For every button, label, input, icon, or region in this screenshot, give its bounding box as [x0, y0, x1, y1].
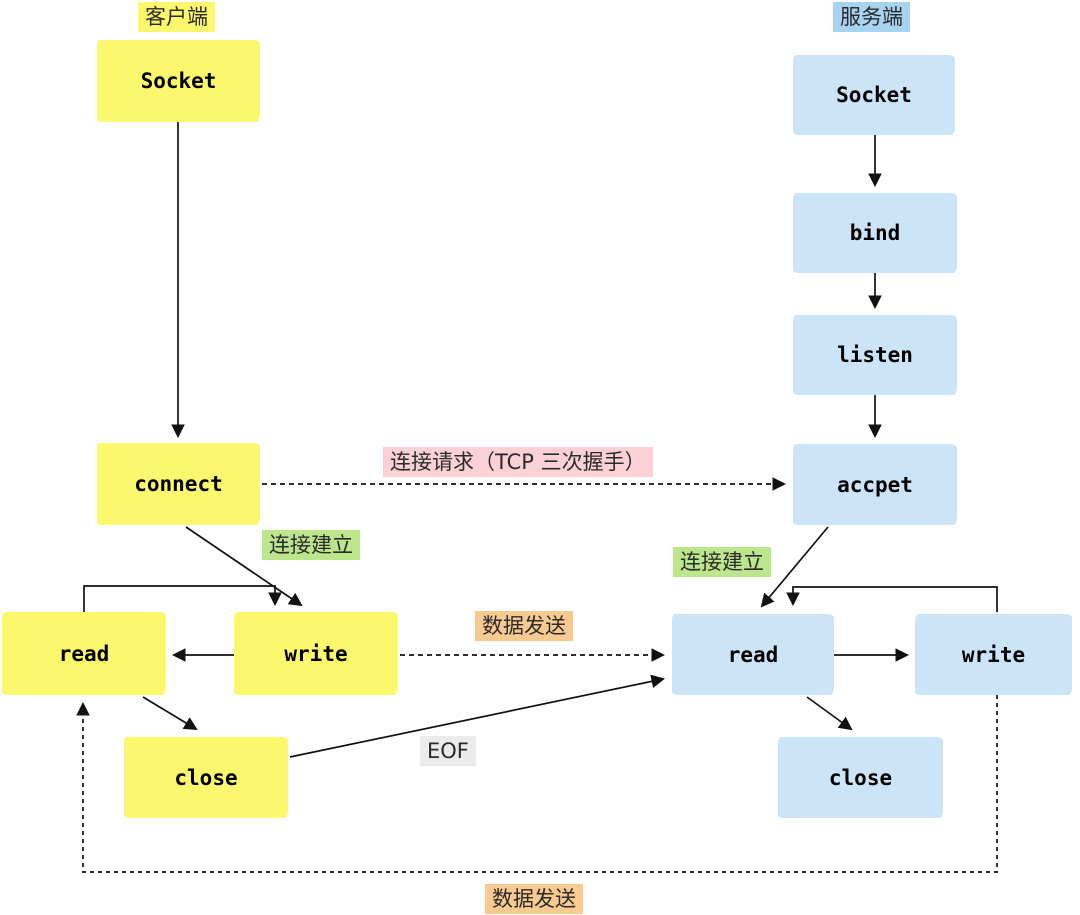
server-socket-box: Socket: [793, 55, 955, 135]
server-bind-box: bind: [793, 193, 957, 273]
data-send-backward-label: 数据发送: [485, 884, 583, 914]
server-close-box: close: [778, 737, 943, 818]
edge-client-read-to-close: [142, 696, 198, 731]
server-accept-box: accpet: [793, 444, 957, 525]
eof-label: EOF: [420, 736, 476, 766]
edge-server-read-to-close: [806, 696, 853, 731]
client-read-box: read: [2, 612, 166, 695]
server-write-box: write: [915, 614, 1072, 695]
server-column-title: 服务端: [833, 2, 910, 32]
client-socket-box: Socket: [97, 40, 260, 122]
connection-established-server-label: 连接建立: [673, 547, 771, 577]
data-send-forward-label: 数据发送: [475, 611, 573, 641]
connection-request-label: 连接请求（TCP 三次握手）: [383, 447, 653, 477]
server-listen-box: listen: [793, 315, 957, 395]
edge-server-write-read-loop: [786, 586, 998, 612]
server-read-box: read: [672, 614, 834, 695]
edge-server-accept-to-read: [760, 526, 829, 608]
client-write-box: write: [234, 612, 398, 695]
edge-client-read-write-loop: [83, 585, 282, 612]
connection-established-client-label: 连接建立: [262, 530, 360, 560]
client-connect-box: connect: [97, 443, 260, 525]
client-close-box: close: [124, 737, 288, 818]
client-column-title: 客户端: [138, 2, 215, 32]
